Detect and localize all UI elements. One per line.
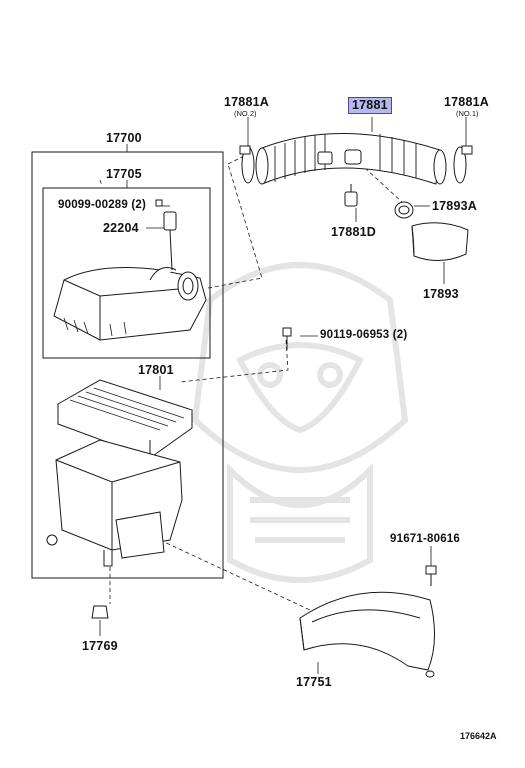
sensor-22204 (163, 211, 177, 271)
grommet-17769 (91, 605, 109, 619)
label-17705: 17705 (106, 167, 142, 181)
bolt-90119 (282, 327, 292, 350)
watermark-emblem (191, 262, 409, 583)
label-17751: 17751 (296, 675, 332, 689)
air-inlet-17751 (299, 591, 436, 678)
label-17881a-no2-sub: (NO.2) (234, 109, 257, 118)
air-cleaner-case (46, 439, 183, 567)
clamp-17893a (394, 201, 414, 219)
filter-element-17801 (56, 379, 194, 459)
label-90099-00289: 90099-00289 (2) (58, 199, 147, 211)
assembly-box-17700 (31, 151, 224, 579)
label-17881-highlighted: 17881 (348, 97, 392, 114)
label-91671-80616: 91671-80616 (390, 533, 460, 545)
label-17881a-no1: 17881A (444, 95, 489, 109)
label-17893a: 17893A (432, 199, 477, 213)
air-cleaner-cap-17705 (53, 267, 207, 341)
label-17881d: 17881D (331, 225, 376, 239)
diagram-id: 176642A (460, 731, 497, 741)
label-90119-06953: 90119-06953 (2) (320, 329, 408, 341)
leader-lines (99, 117, 467, 674)
sensor-17881d (344, 184, 358, 207)
label-17881a-no1-sub: (NO.1) (456, 109, 479, 118)
label-17700: 17700 (106, 131, 142, 145)
hose-17893 (411, 222, 469, 261)
screw-90099 (155, 199, 163, 207)
label-17881a-no2: 17881A (224, 95, 269, 109)
bolt-91671 (425, 565, 437, 586)
label-17801: 17801 (138, 363, 174, 377)
label-17893: 17893 (423, 287, 459, 301)
label-22204: 22204 (103, 221, 139, 235)
assembly-box-17705 (42, 187, 211, 359)
hose-clamps (239, 145, 473, 184)
label-17769: 17769 (82, 639, 118, 653)
intake-hose-17881 (255, 133, 447, 185)
